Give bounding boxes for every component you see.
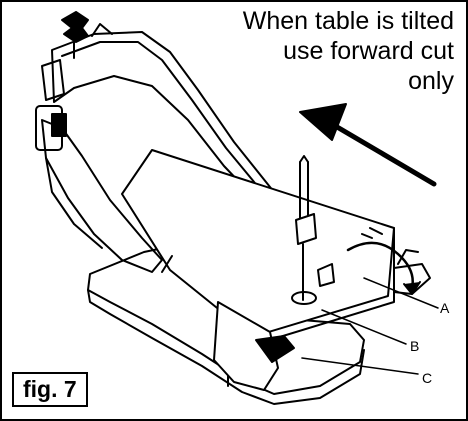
leader-lines (301, 277, 439, 375)
lower-arm (41, 119, 163, 273)
part-label-c: C (422, 370, 433, 386)
figure-label: fig. 7 (12, 372, 88, 407)
saw-table (121, 149, 395, 347)
tension-knob (61, 11, 89, 59)
arrow-left-up-icon (299, 103, 437, 187)
callout-line-1: When table is tilted (242, 7, 454, 35)
callout-line-3: only (408, 67, 454, 95)
part-label-b: B (410, 338, 420, 354)
tilt-bracket (393, 249, 431, 295)
motor-housing (161, 255, 295, 391)
part-label-a: A (440, 300, 450, 316)
callout-line-2: use forward cut (283, 37, 454, 65)
tilt-warning-callout: When table is tilted use forward cut onl… (174, 6, 454, 96)
curved-arrow-icon (346, 241, 421, 295)
side-switch (35, 105, 67, 151)
saw-blade (291, 155, 335, 305)
